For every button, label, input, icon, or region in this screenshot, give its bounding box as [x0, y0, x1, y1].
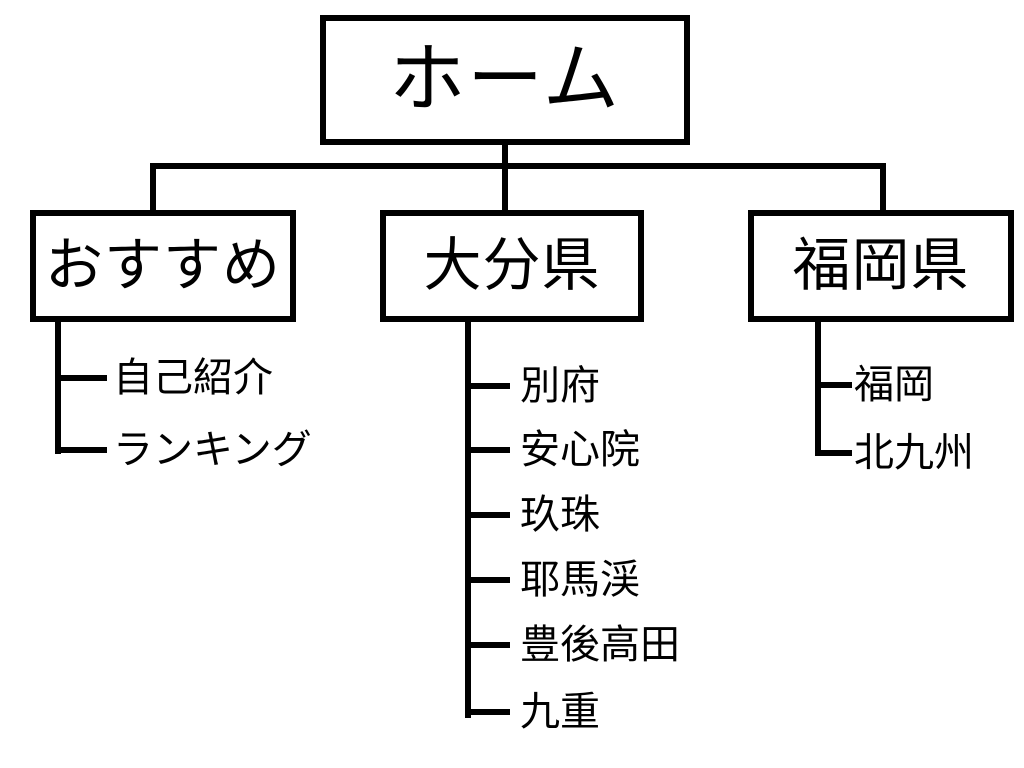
- leaf-label: 福岡: [854, 363, 934, 407]
- connector-stem-fukuoka: [815, 320, 821, 456]
- connector-tick-icon: [55, 447, 107, 453]
- leaf-item[interactable]: 耶馬渓: [465, 560, 640, 600]
- leaf-item[interactable]: ランキング: [55, 430, 312, 470]
- leaf-item[interactable]: 豊後高田: [465, 625, 680, 665]
- node-oita-label: 大分県: [423, 233, 601, 298]
- leaf-label: 玖珠: [520, 493, 600, 537]
- connector-tick-icon: [55, 375, 107, 381]
- connector-root-drop: [502, 145, 508, 169]
- leaf-item[interactable]: 北九州: [815, 433, 974, 473]
- connector-tick-icon: [465, 709, 510, 715]
- leaf-label: 九重: [520, 690, 600, 734]
- node-home-label: ホーム: [389, 37, 621, 122]
- leaf-label: 安心院: [520, 428, 640, 472]
- connector-tick-icon: [465, 577, 510, 583]
- leaf-item[interactable]: 安心院: [465, 430, 640, 470]
- connector-tick-icon: [465, 512, 510, 518]
- leaf-item[interactable]: 別府: [465, 366, 600, 406]
- connector-tick-icon: [815, 382, 852, 388]
- connector-drop-oita: [502, 163, 508, 213]
- node-oita[interactable]: 大分県: [380, 210, 644, 322]
- connector-stem-oita: [465, 320, 471, 718]
- leaf-item[interactable]: 自己紹介: [55, 358, 273, 398]
- node-osusume[interactable]: おすすめ: [30, 210, 296, 322]
- leaf-label: 豊後高田: [520, 623, 680, 667]
- node-home[interactable]: ホーム: [320, 15, 690, 145]
- leaf-item[interactable]: 玖珠: [465, 495, 600, 535]
- leaf-item[interactable]: 九重: [465, 692, 600, 732]
- node-osusume-label: おすすめ: [44, 233, 281, 298]
- leaf-label: ランキング: [113, 428, 312, 472]
- leaf-label: 自己紹介: [113, 356, 273, 400]
- connector-tick-icon: [465, 447, 510, 453]
- leaf-item[interactable]: 福岡: [815, 365, 934, 405]
- node-fukuoka-label: 福岡県: [792, 233, 970, 298]
- leaf-label: 北九州: [854, 431, 974, 475]
- leaf-label: 耶馬渓: [520, 558, 640, 602]
- connector-tick-icon: [815, 450, 852, 456]
- node-fukuoka[interactable]: 福岡県: [748, 210, 1014, 322]
- leaf-label: 別府: [520, 364, 600, 408]
- connector-drop-osusume: [150, 163, 156, 213]
- connector-tick-icon: [465, 642, 510, 648]
- connector-horizontal-bus: [150, 163, 886, 169]
- connector-drop-fukuoka: [880, 163, 886, 213]
- connector-tick-icon: [465, 383, 510, 389]
- connector-stem-osusume: [55, 320, 61, 454]
